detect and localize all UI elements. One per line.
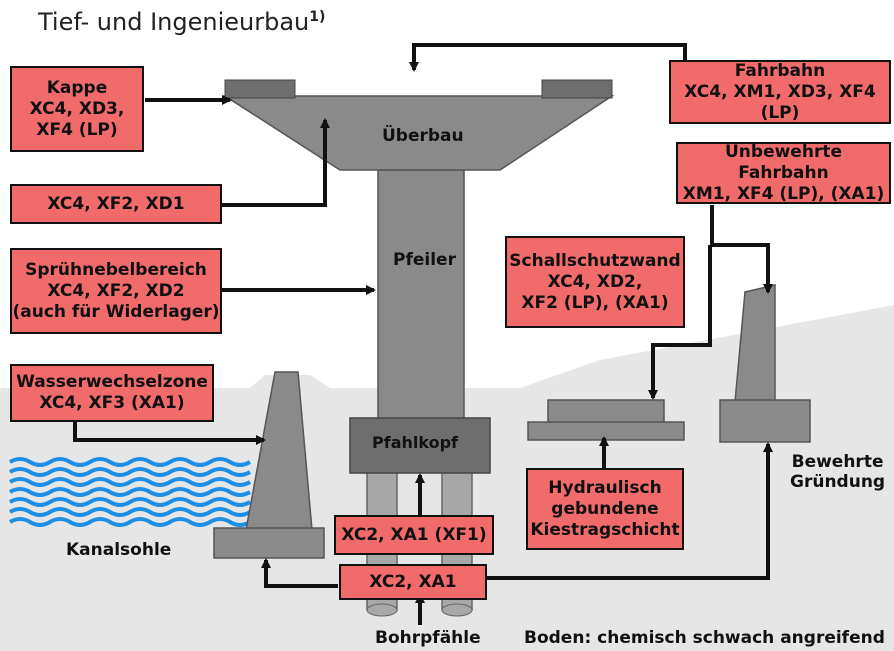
unbewehrte-line2: XM1, XF4 (LP), (XA1) xyxy=(682,183,885,204)
kappe-line2: XC4, XD3, xyxy=(29,98,125,119)
box-unbewehrte-fahrbahn: Unbewehrte Fahrbahn XM1, XF4 (LP), (XA1) xyxy=(676,142,891,204)
box-hydraulisch: Hydraulisch gebundene Kiestragschicht xyxy=(526,468,684,550)
box-schallschutz: Schallschutzwand XC4, XD2, XF2 (LP), (XA… xyxy=(505,236,685,328)
schallschutz-line2: XC4, XD2, xyxy=(547,271,643,292)
ueberbau-class-line1: XC4, XF2, XD1 xyxy=(47,193,185,214)
spruehnebel-line1: Sprühnebelbereich xyxy=(25,259,207,280)
arrow-schallschutz xyxy=(648,245,712,400)
cap-left xyxy=(224,79,296,99)
box-spruehnebel: Sprühnebelbereich XC4, XF2, XD2 (auch fü… xyxy=(10,248,222,334)
fahrbahn-line1: Fahrbahn xyxy=(734,60,826,81)
pile-cap xyxy=(349,417,491,474)
box-fahrbahn: Fahrbahn XC4, XM1, XD3, XF4 (LP) xyxy=(669,60,891,124)
fahrbahn-line2: XC4, XM1, XD3, XF4 (LP) xyxy=(684,81,876,123)
gravel-layer xyxy=(527,421,685,441)
hydraulisch-line1: Hydraulisch xyxy=(548,477,662,498)
arrow-unbewehrte xyxy=(710,205,773,294)
label-pfeiler: Pfeiler xyxy=(393,250,456,270)
title-footnote: 1) xyxy=(309,9,326,25)
bewehrte-line2: Gründung xyxy=(790,472,886,492)
wasserwechsel-line2: XC4, XF3 (XA1) xyxy=(39,393,185,413)
box-pfahlkopf-class: XC2, XA1 (XF1) xyxy=(334,515,494,555)
wasserwechsel-line1: Wasserwechselzone xyxy=(16,372,208,392)
box-kappe: Kappe XC4, XD3, XF4 (LP) xyxy=(10,66,144,152)
arrow-wasserwechsel xyxy=(73,420,266,445)
label-ueberbau: Überbau xyxy=(382,126,464,146)
hydraulisch-line2: gebundene xyxy=(551,498,659,519)
kappe-line1: Kappe xyxy=(46,77,108,98)
pier xyxy=(377,169,465,421)
hydraulisch-line3: Kiestragschicht xyxy=(530,519,680,540)
schallschutz-line1: Schallschutzwand xyxy=(509,250,681,271)
arrow-fahrbahn xyxy=(409,43,687,72)
label-bewehrte-gruendung: Bewehrte Gründung xyxy=(790,452,885,492)
noise-wall xyxy=(734,284,776,403)
spruehnebel-line2: XC4, XF2, XD2 xyxy=(47,280,185,301)
kappe-line3: XF4 (LP) xyxy=(36,119,118,140)
page-title: Tief- und Ingenieurbau1) xyxy=(38,8,325,36)
unbewehrte-line1: Unbewehrte Fahrbahn xyxy=(725,141,842,183)
bohrpfaehle-class-line1: XC2, XA1 xyxy=(369,571,457,592)
schallschutz-line3: XF2 (LP), (XA1) xyxy=(521,292,669,313)
label-pfahlkopf: Pfahlkopf xyxy=(372,433,458,452)
arrows xyxy=(73,43,773,625)
box-wasserwechsel: Wasserwechselzone XC4, XF3 (XA1) xyxy=(10,364,214,422)
cap-right xyxy=(541,79,613,99)
title-text: Tief- und Ingenieurbau xyxy=(38,8,310,36)
label-boden: Boden: chemisch schwach angreifend xyxy=(524,628,885,648)
arrow-bohrpfaehle-left xyxy=(261,558,338,588)
left-abutment-base xyxy=(213,527,325,559)
box-ueberbau-class: XC4, XF2, XD1 xyxy=(10,184,222,224)
water-waves xyxy=(8,457,252,527)
label-kanalsohle: Kanalsohle xyxy=(66,540,172,560)
superstructure xyxy=(222,95,615,171)
spruehnebel-line3: (auch für Widerlager) xyxy=(12,301,220,322)
box-bohrpfaehle-class: XC2, XA1 xyxy=(339,564,487,600)
road-slab xyxy=(547,399,665,425)
bewehrte-line1: Bewehrte xyxy=(791,452,884,472)
reinforced-foundation xyxy=(719,399,811,443)
arrow-ueberbau xyxy=(222,118,330,207)
label-bohrpfaehle: Bohrpfähle xyxy=(375,628,481,648)
arrow-bohrpfaehle-right xyxy=(487,442,773,580)
pfahlkopf-class-line1: XC2, XA1 (XF1) xyxy=(341,524,487,545)
